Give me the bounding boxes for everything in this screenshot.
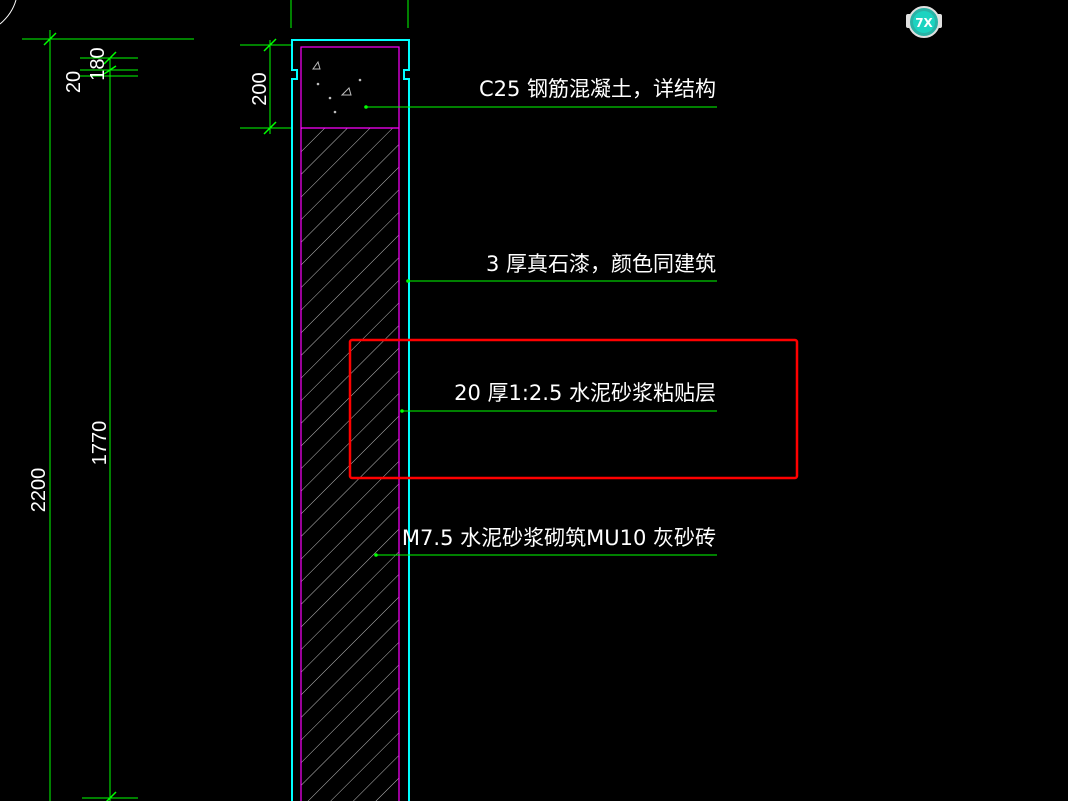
dimension-top-small-b: 180	[87, 47, 109, 80]
wall-inner-outline	[300, 46, 400, 801]
annotation-cap-text: C25 钢筋混凝土，详结构	[479, 77, 716, 101]
dimension-cap-label: 200	[249, 72, 271, 105]
dimension-top-small-a: 20	[63, 71, 85, 93]
arc-fragment	[0, 0, 17, 25]
annotation-paint-text: 3 厚真石漆，颜色同建筑	[486, 252, 716, 276]
wall-section[interactable]	[291, 39, 410, 801]
concrete-symbols	[312, 60, 362, 114]
annotation-masonry-text: M7.5 水泥砂浆砌筑MU10 灰砂砖	[402, 526, 716, 550]
dimension-body-label: 1770	[89, 421, 111, 466]
highlight-box	[348, 338, 799, 480]
annotation-paint[interactable]: 3 厚真石漆，颜色同建筑	[406, 252, 717, 283]
top-guide-lines	[290, 0, 409, 28]
dimension-overall[interactable]: 2200	[22, 30, 194, 801]
annotation-masonry[interactable]: M7.5 水泥砂浆砌筑MU10 灰砂砖	[374, 526, 717, 557]
dimension-body[interactable]: 1770	[82, 51, 138, 801]
annotation-cap[interactable]: C25 钢筋混凝土，详结构	[364, 77, 717, 109]
wall-outer-outline	[291, 39, 410, 801]
annotation-mortar-bond-text: 20 厚1:2.5 水泥砂浆粘贴层	[454, 381, 716, 405]
annotation-mortar-bond[interactable]: 20 厚1:2.5 水泥砂浆粘贴层	[400, 381, 717, 413]
badge-text: 7X	[915, 16, 933, 30]
dimension-cap[interactable]: 200	[240, 38, 292, 135]
dimension-overall-label: 2200	[28, 468, 50, 513]
gear-badge-icon[interactable]: 7X	[904, 4, 944, 40]
dimension-top-small[interactable]: 20 180	[63, 47, 138, 93]
